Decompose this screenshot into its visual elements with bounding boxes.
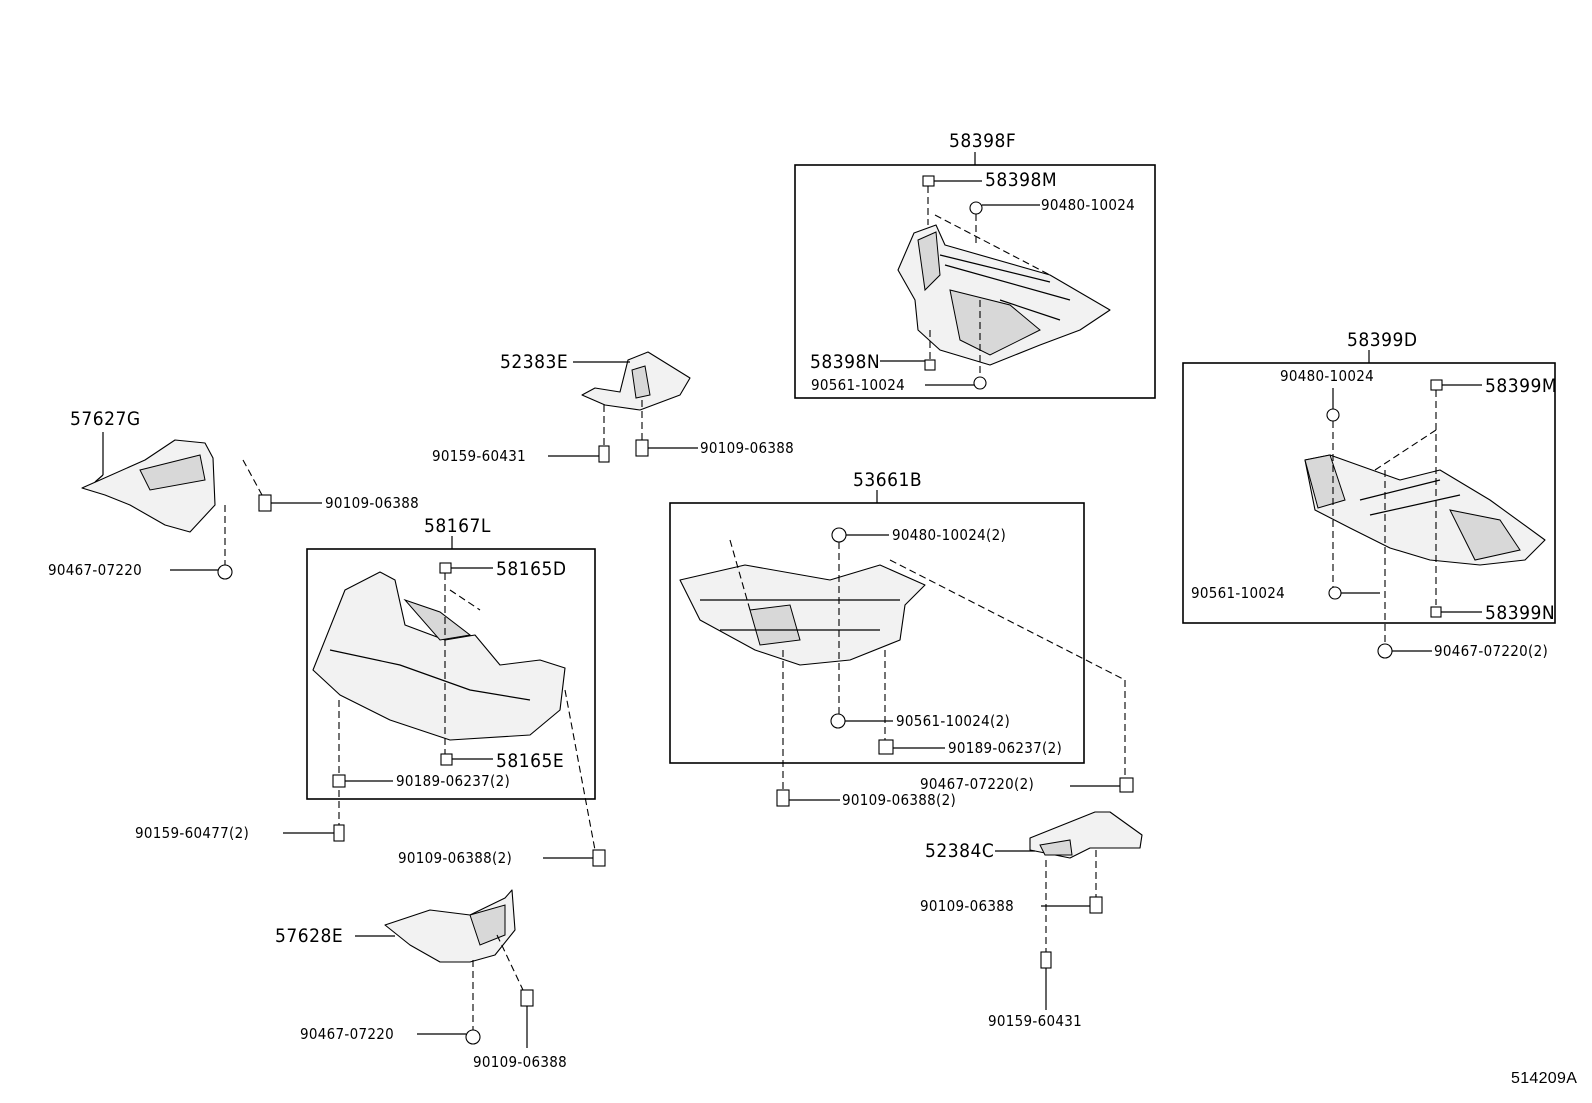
label-90467-07220-a: 90467-07220 — [48, 561, 143, 579]
label-58398F: 58398F — [949, 130, 1017, 152]
label-53661B: 53661B — [853, 469, 923, 491]
label-52384C: 52384C — [925, 840, 995, 862]
label-90109-06388-d: 90109-06388 — [473, 1053, 568, 1071]
label-90561-10024-2: 90561-10024(2) — [896, 712, 1011, 730]
label-58398N: 58398N — [810, 351, 881, 373]
label-57628E: 57628E — [275, 925, 344, 947]
label-90159-60431-a: 90159-60431 — [432, 447, 527, 465]
label-90109-06388-2-b: 90109-06388(2) — [842, 791, 957, 809]
fastener-90189-06237-b — [878, 739, 894, 755]
fastener-90561-b — [1328, 586, 1342, 600]
fastener-90109-06388-e — [1089, 896, 1103, 914]
label-58399M: 58399M — [1485, 375, 1558, 397]
fastener-90480-b — [1326, 408, 1340, 422]
part-52383E-shape — [581, 351, 691, 411]
fastener-90467-07220-b — [1119, 777, 1134, 793]
fastener-58165E — [440, 753, 453, 766]
label-58399N: 58399N — [1485, 602, 1556, 624]
part-58398F-shape — [897, 224, 1111, 366]
label-90467-07220-2-a: 90467-07220(2) — [1434, 642, 1549, 660]
fastener-90109-06388-f — [520, 989, 534, 1007]
label-90467-07220-2-b: 90467-07220(2) — [920, 775, 1035, 793]
part-57628E-shape — [384, 889, 516, 963]
label-52383E: 52383E — [500, 351, 569, 373]
fastener-90159-60477 — [333, 824, 345, 842]
label-90480-10024-2: 90480-10024(2) — [892, 526, 1007, 544]
label-90561-10024-b: 90561-10024 — [1191, 584, 1286, 602]
fastener-90109-06388-a — [635, 439, 649, 457]
fastener-90480-a — [969, 201, 983, 215]
label-58167L: 58167L — [424, 515, 491, 537]
label-90467-07220-b: 90467-07220 — [300, 1025, 395, 1043]
part-52384C-shape — [1029, 811, 1143, 859]
label-90109-06388-c: 90109-06388 — [920, 897, 1015, 915]
label-90480-10024-a: 90480-10024 — [1041, 196, 1136, 214]
part-57627G-shape — [81, 439, 216, 533]
part-58167L-shape — [312, 571, 566, 741]
label-58398M: 58398M — [985, 169, 1058, 191]
fastener-90480-10024-2 — [831, 527, 847, 543]
label-90561-10024-a: 90561-10024 — [811, 376, 906, 394]
label-90189-06237-2-b: 90189-06237(2) — [948, 739, 1063, 757]
fastener-90159-60431-b — [1040, 951, 1052, 969]
label-57627G: 57627G — [70, 408, 141, 430]
fastener-90109-06388-c — [592, 849, 606, 867]
fastener-58165D — [439, 562, 452, 574]
label-90109-06388-b: 90109-06388 — [325, 494, 420, 512]
label-90189-06237-2-a: 90189-06237(2) — [396, 772, 511, 790]
label-90159-60477-2: 90159-60477(2) — [135, 824, 250, 842]
label-58165E: 58165E — [496, 750, 565, 772]
reference-code: 514209A — [1511, 1070, 1578, 1087]
box-58167L — [306, 548, 596, 800]
label-58165D: 58165D — [496, 558, 567, 580]
label-90480-10024-b: 90480-10024 — [1280, 367, 1375, 385]
fastener-90189-06237-a — [332, 774, 346, 788]
fastener-90561-a — [973, 376, 987, 390]
part-58399D-shape — [1304, 454, 1546, 566]
label-90159-60431-b: 90159-60431 — [988, 1012, 1083, 1030]
fastener-90467-a — [1377, 643, 1393, 659]
fastener-58399N — [1430, 606, 1442, 618]
fastener-90109-06388-b — [258, 494, 272, 512]
part-53661B-shape — [679, 564, 926, 666]
fastener-90561-10024-2 — [830, 713, 846, 729]
fastener-90109-06388-d — [776, 789, 790, 807]
fastener-90159-60431-a — [598, 445, 610, 463]
label-90109-06388-a: 90109-06388 — [700, 439, 795, 457]
fastener-58398N — [924, 359, 936, 371]
fastener-58398M — [922, 175, 935, 187]
label-90109-06388-2-a: 90109-06388(2) — [398, 849, 513, 867]
fastener-90467-07220-a — [217, 564, 233, 580]
label-58399D: 58399D — [1347, 329, 1418, 351]
fastener-90467-07220-c — [465, 1029, 481, 1045]
fastener-58399M — [1430, 379, 1443, 391]
